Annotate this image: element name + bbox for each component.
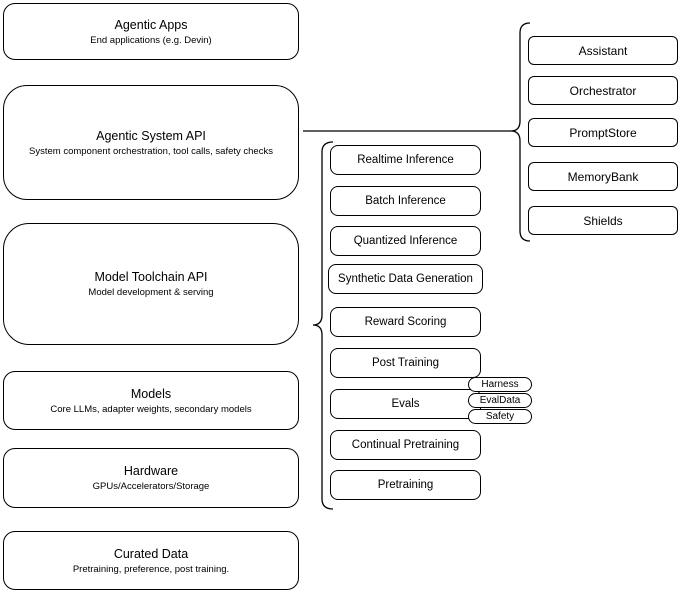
node-hardware: Hardware GPUs/Accelerators/Storage: [3, 448, 299, 508]
node-title: Models: [130, 386, 172, 401]
eval-tag-evaldata: EvalData: [468, 393, 532, 408]
toolchain-item-pretraining: Pretraining: [330, 470, 481, 500]
toolchain-item-synthetic-data-generation: Synthetic Data Generation: [328, 264, 483, 294]
node-curated-data: Curated Data Pretraining, preference, po…: [3, 531, 299, 590]
toolchain-item-quantized-inference: Quantized Inference: [330, 226, 481, 256]
system-component-promptstore: PromptStore: [528, 118, 678, 147]
node-title: Hardware: [123, 464, 179, 478]
node-subtitle: System component orchestration, tool cal…: [29, 145, 273, 157]
system-component-memorybank: MemoryBank: [528, 162, 678, 191]
system-component-assistant: Assistant: [528, 36, 678, 65]
toolchain-item-realtime-inference: Realtime Inference: [330, 145, 481, 175]
toolchain-item-batch-inference: Batch Inference: [330, 186, 481, 216]
node-title: Curated Data: [113, 546, 189, 561]
node-title: Agentic System API: [96, 128, 206, 143]
node-model-toolchain-api: Model Toolchain API Model development & …: [3, 223, 299, 345]
eval-tag-harness: Harness: [468, 377, 532, 392]
node-title: Model Toolchain API: [94, 270, 208, 284]
toolchain-item-continual-pretraining: Continual Pretraining: [330, 430, 481, 460]
node-title: Agentic Apps: [114, 17, 188, 32]
node-agentic-system-api: Agentic System API System component orch…: [3, 85, 299, 200]
node-subtitle: GPUs/Accelerators/Storage: [92, 481, 210, 492]
node-subtitle: Model development & serving: [88, 287, 214, 298]
node-subtitle: End applications (e.g. Devin): [90, 34, 212, 46]
node-models: Models Core LLMs, adapter weights, secon…: [3, 371, 299, 430]
toolchain-item-post-training: Post Training: [330, 348, 481, 378]
system-component-orchestrator: Orchestrator: [528, 76, 678, 105]
toolchain-item-evals: Evals: [330, 389, 481, 419]
system-component-shields: Shields: [528, 206, 678, 235]
eval-tag-safety: Safety: [468, 409, 532, 424]
node-subtitle: Core LLMs, adapter weights, secondary mo…: [50, 403, 252, 415]
toolchain-item-reward-scoring: Reward Scoring: [330, 307, 481, 337]
node-subtitle: Pretraining, preference, post training.: [72, 563, 230, 575]
node-agentic-apps: Agentic Apps End applications (e.g. Devi…: [3, 3, 299, 60]
